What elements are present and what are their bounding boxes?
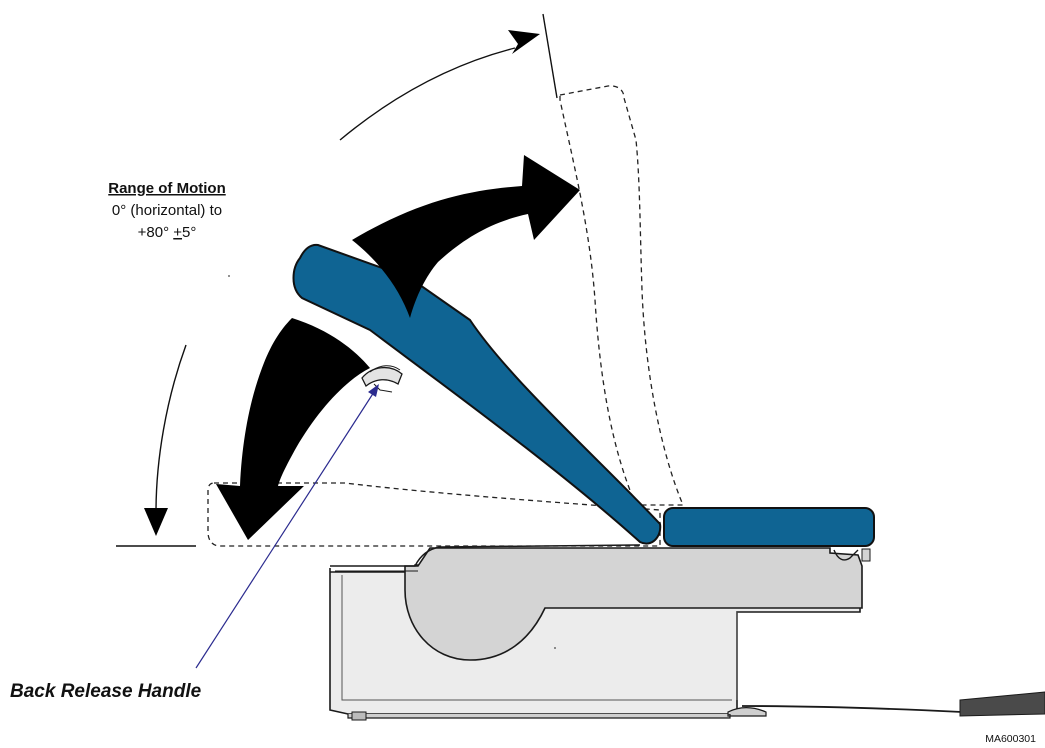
callout-leader [195,391,375,669]
callout-leader-arrowhead [368,384,379,397]
plus-minus-symbol: + [173,224,182,241]
left-arc [155,344,187,513]
lower-arrow [216,318,370,540]
top-arc [339,47,516,141]
back-release-handle-label: Back Release Handle [10,681,202,702]
power-cord [741,705,963,713]
seat-cushion [663,507,875,547]
range-of-motion-line2: +80° +5° [138,224,197,241]
base-top-panel [404,547,863,661]
range-max: +80° [138,224,174,241]
vertical-limit-line [542,13,558,99]
back-release-handle [361,365,403,393]
left-arc-arrowhead [144,508,168,536]
range-tolerance: 5° [182,224,196,241]
side-knob [861,548,871,562]
base-inner-lines [341,575,738,701]
backrest [292,243,662,545]
base-rail [330,544,641,567]
ghost-backrest-upright [559,85,684,506]
foot-pedal [347,706,767,719]
seat-bracket [833,549,859,561]
range-of-motion-title: Range of Motion [108,180,225,197]
top-arc-arrowhead [508,30,540,54]
range-of-motion-line1: 0° (horizontal) to [112,202,222,219]
chair-base [329,544,1045,721]
cord-plug [959,691,1045,717]
figure-id: MA600301 [985,733,1036,745]
raise-arrow [352,155,580,318]
